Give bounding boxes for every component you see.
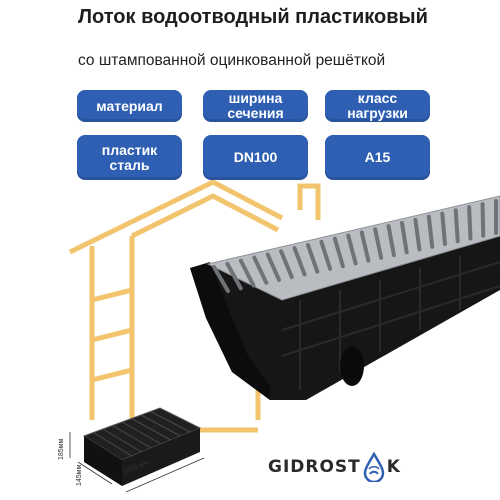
grate-slot <box>306 243 320 274</box>
spec-label-load-class: класс нагрузки <box>325 90 430 122</box>
grate-slot <box>332 236 345 269</box>
brand-logo: GIDROST K <box>268 452 401 482</box>
grate-slot <box>359 230 371 263</box>
spec-label-material: материал <box>77 90 182 122</box>
dimension-width: 145мм <box>76 464 83 486</box>
logo-text-left: GIDROST <box>268 457 361 477</box>
grate-slot <box>400 221 409 255</box>
grate-slot <box>467 205 473 241</box>
logo-text-right: K <box>386 457 401 477</box>
mini-grate-line <box>112 425 152 449</box>
grate-slot <box>480 202 486 238</box>
grate-slot <box>373 227 384 260</box>
page-title: Лоток водоотводный пластиковый <box>78 6 428 28</box>
grate-slot <box>279 249 294 280</box>
grate-slot <box>212 265 230 293</box>
grate-slot <box>265 252 282 282</box>
mini-grate-line <box>121 421 162 445</box>
grate-slot <box>346 233 358 266</box>
grate-slots <box>212 199 498 293</box>
grate-slot <box>252 255 269 285</box>
grate-slot <box>426 214 435 249</box>
grate-slot <box>386 224 396 258</box>
dimension-height: 185мм <box>58 438 65 460</box>
mini-grate-line <box>140 414 181 437</box>
page-subtitle: со штампованной оцинкованной решёткой <box>78 52 386 69</box>
grate-slot <box>238 258 256 288</box>
mini-grate-line <box>150 411 191 433</box>
drain-channel-image <box>190 195 500 400</box>
grate-slot <box>225 261 243 291</box>
spec-value-load-class: A15 <box>325 135 430 180</box>
mini-grate-line <box>102 428 142 453</box>
grate-slot <box>440 211 447 247</box>
spec-value-material: пластик сталь <box>77 135 182 180</box>
mini-grate-line <box>131 418 171 441</box>
grate-slot <box>319 239 333 271</box>
dimension-drawing <box>69 407 205 493</box>
grate-slot <box>413 217 422 252</box>
grate-slot <box>292 246 307 277</box>
spec-label-width: ширина сечения <box>203 90 308 122</box>
mini-grate-line <box>93 432 133 457</box>
logo-drop-icon <box>363 452 385 482</box>
grate-slot <box>453 208 460 244</box>
spec-value-width: DN100 <box>203 135 308 180</box>
